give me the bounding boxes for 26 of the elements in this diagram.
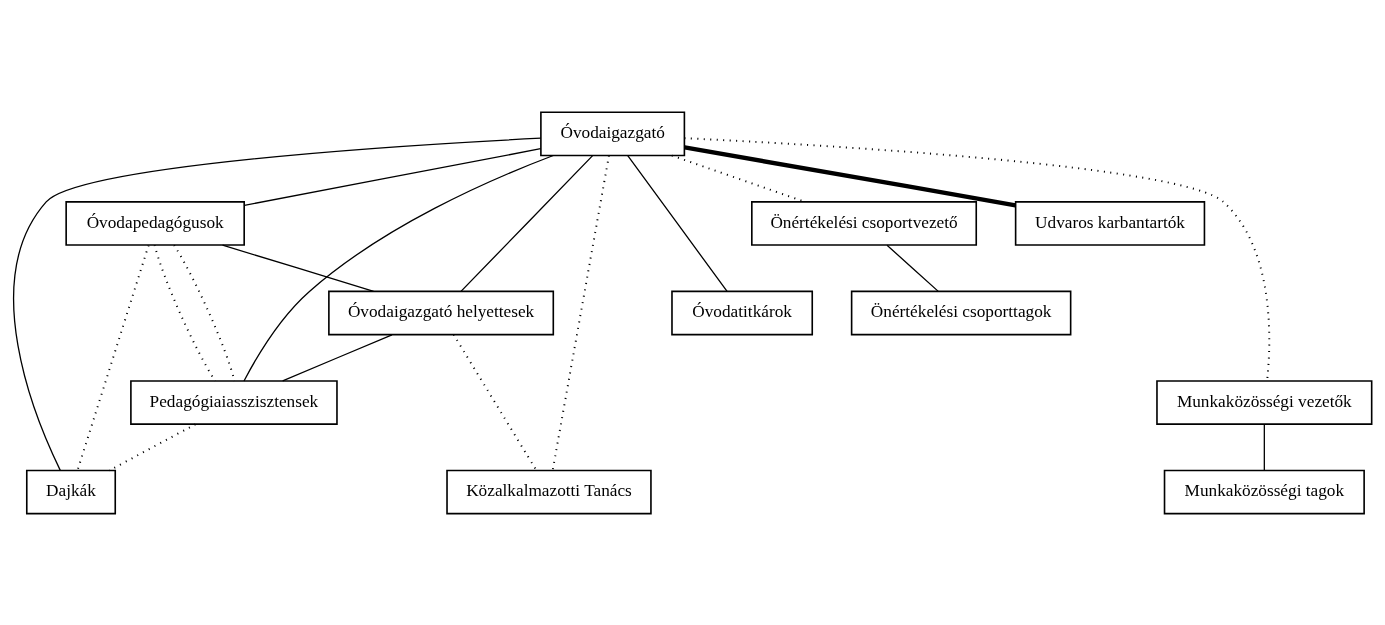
node-box: Dajkák [25, 469, 117, 514]
connector [684, 144, 1016, 207]
connector [1263, 423, 1265, 471]
node-box: Önértékelési csoporttagok [850, 290, 1072, 335]
connector [76, 243, 150, 471]
node-box: Pedagógiaiasszisztensek [130, 379, 338, 425]
connector [13, 137, 542, 471]
connector [452, 333, 538, 471]
node-box: Óvodatitkárok [671, 290, 814, 335]
node-box: Önértékelési csoportvezető [751, 200, 978, 246]
connector [551, 154, 610, 471]
connector [460, 154, 594, 292]
connector [243, 147, 542, 206]
node-box: Udvaros karbantartók [1014, 200, 1206, 246]
connector [627, 154, 728, 292]
node-box: Óvodapedagógusok [65, 200, 245, 246]
connector [282, 333, 393, 382]
node-box: Közalkalmazotti Tanács [446, 469, 652, 514]
node-box: Munkaközösségi tagok [1163, 469, 1365, 514]
node-box: Munkaközösségi vezetők [1156, 379, 1373, 425]
connector [243, 154, 554, 382]
connector [886, 244, 939, 292]
connector [221, 243, 375, 292]
connector [108, 422, 197, 471]
node-box: Óvodaigazgató [540, 111, 686, 156]
node-box: Óvodaigazgató helyettesek [328, 290, 555, 335]
